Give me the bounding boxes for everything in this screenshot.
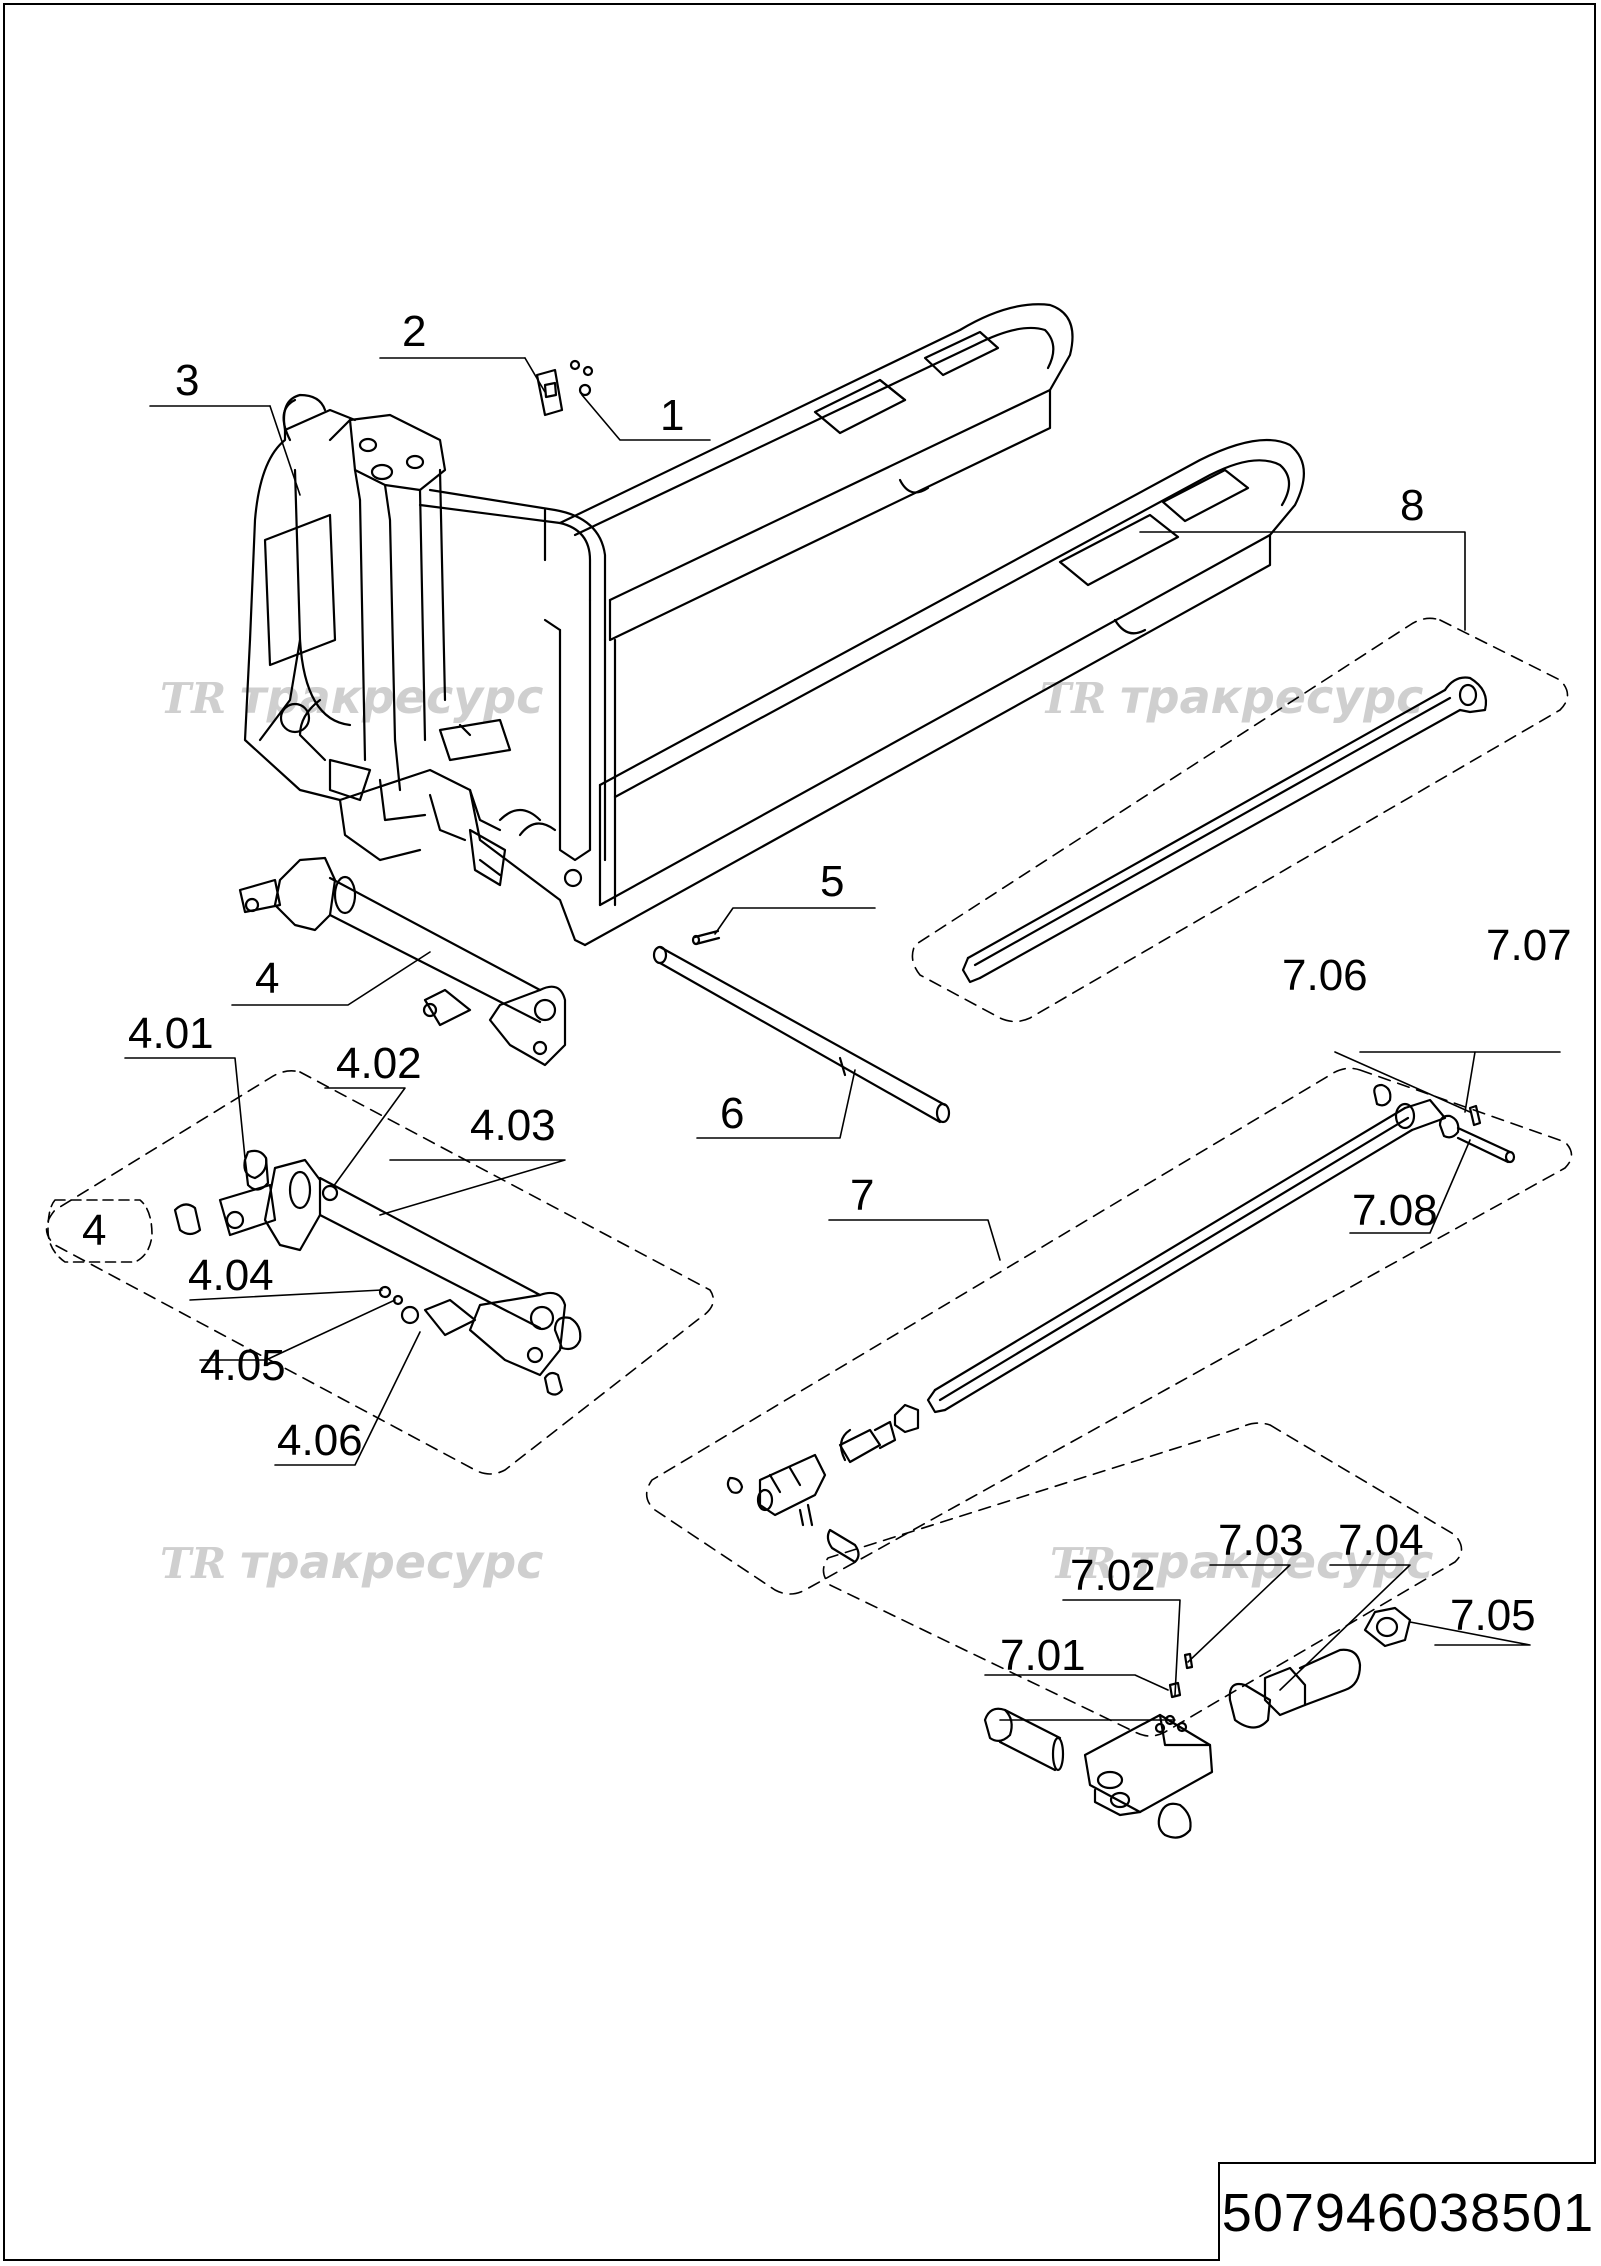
- part-7-detail-boundary: [822, 1422, 1463, 1737]
- label-3: 3: [175, 356, 199, 405]
- truck-frame: [243, 303, 1305, 947]
- label-4-02: 4.02: [336, 1039, 422, 1088]
- label-4-01: 4.01: [128, 1009, 214, 1058]
- part-4-group-tag-box: [47, 1199, 153, 1263]
- svg-text:тракресурс: тракресурс: [240, 1535, 543, 1589]
- part-8-drawbar: [961, 676, 1488, 984]
- label-7-07: 7.07: [1486, 921, 1572, 970]
- part-1-screws: [569, 359, 594, 397]
- part-4-exploded: [173, 1149, 582, 1396]
- part-4-lever-shaft: [238, 856, 567, 1067]
- label-7-05: 7.05: [1450, 1591, 1536, 1640]
- part-7-detail-parts: [983, 1606, 1412, 1839]
- document-number-box: 507946038501: [1218, 2162, 1596, 2261]
- label-7-04: 7.04: [1338, 1516, 1424, 1565]
- label-4-05: 4.05: [200, 1341, 286, 1390]
- svg-text:тракресурс: тракресурс: [1130, 1535, 1433, 1589]
- label-7-03: 7.03: [1218, 1516, 1304, 1565]
- label-4-03: 4.03: [470, 1101, 556, 1150]
- part-2-plate: [535, 368, 564, 417]
- part-labels: 2 1 3 8 4 5 6 7 4 4.01 4.02 4.03 4.04 4.…: [82, 307, 1572, 1680]
- label-5: 5: [820, 857, 844, 906]
- drawing-frame: [3, 3, 1596, 2261]
- svg-text:TR: TR: [160, 674, 226, 723]
- watermark-4: TR тракресурс: [1050, 1535, 1433, 1589]
- svg-text:тракресурс: тракресурс: [240, 670, 543, 724]
- part-7-drawbar-assembly: [726, 1083, 1516, 1564]
- part-5-pin: [691, 929, 721, 946]
- part-4-group-boundary: [45, 1070, 715, 1475]
- label-1: 1: [660, 391, 684, 440]
- document-number: 507946038501: [1221, 2182, 1595, 2243]
- leader-lines: [124, 357, 1561, 1721]
- part-7-group-boundary: [645, 1067, 1573, 1595]
- label-4-06: 4.06: [277, 1416, 363, 1465]
- watermark-1: TR тракресурс: [160, 670, 543, 724]
- label-7-02: 7.02: [1070, 1551, 1156, 1600]
- label-6: 6: [720, 1089, 744, 1138]
- label-2: 2: [402, 307, 426, 356]
- svg-text:тракресурс: тракресурс: [1120, 670, 1423, 724]
- label-7: 7: [850, 1171, 874, 1220]
- part-6-shaft: [652, 945, 951, 1124]
- label-7-06: 7.06: [1282, 951, 1368, 1000]
- svg-text:TR: TR: [1050, 1539, 1116, 1588]
- label-7-08: 7.08: [1352, 1186, 1438, 1235]
- svg-text:TR: TR: [160, 1539, 226, 1588]
- watermark-3: TR тракресурс: [160, 1535, 543, 1589]
- label-4-04: 4.04: [188, 1251, 274, 1300]
- watermark-2: TR тракресурс: [1040, 670, 1423, 724]
- svg-text:TR: TR: [1040, 674, 1106, 723]
- label-4: 4: [255, 954, 279, 1003]
- label-4-box: 4: [82, 1206, 106, 1255]
- label-7-01: 7.01: [1000, 1631, 1086, 1680]
- part-8-group-boundary: [911, 617, 1569, 1023]
- label-8: 8: [1400, 481, 1424, 530]
